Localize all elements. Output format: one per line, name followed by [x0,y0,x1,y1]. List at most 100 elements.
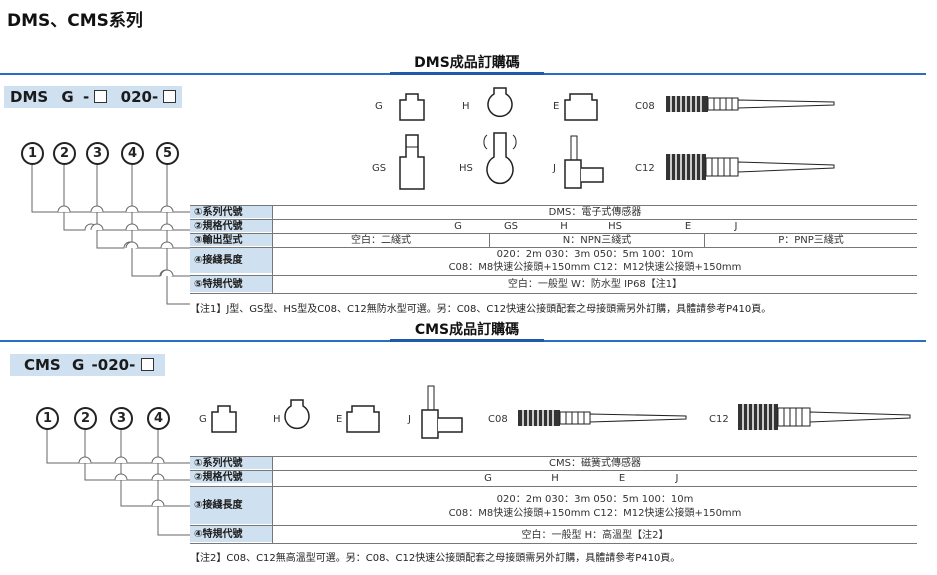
cms-code-dash: - [91,356,98,374]
dms-col-divider [704,234,705,247]
dms-row-divider [190,233,917,234]
cms-length-values: 020：2m 030：3m 050：5m 100：10m [496,494,694,505]
page-title: DMS、CMS系列 [7,11,143,31]
dms-position-3: 3 [86,142,109,165]
cable-c12-icon [738,404,911,430]
cms-spec-e: E [618,473,626,484]
cms-icon-label-c08: C08 [488,414,508,425]
cms-order-code: CMS G -020- [10,354,165,376]
dms-row-divider [190,219,917,220]
dms-series-value: DMS：電子式傳感器 [548,207,642,218]
cms-series-value: CMS：磁簧式傳感器 [549,458,641,469]
cable-c12-icon [666,154,835,180]
dms-spec-hs: HS [608,221,622,232]
dms-length-connectors: C08：M8快速公接頭+150mm C12：M12快速公接頭+150mm [448,262,742,273]
dms-row-label-series: ①系列代號 [190,206,272,219]
dms-row-label-length: ④接綫長度 [190,248,272,274]
dms-position-4: 4 [121,142,144,165]
cms-icon-label-e: E [336,414,343,425]
sensor-g-icon [211,405,237,433]
dms-row-label-spec: ②規格代號 [190,220,272,233]
cms-icon-label-j: J [408,414,411,425]
dms-code-special-box [163,90,177,103]
cms-table-top-border [190,456,917,457]
dms-code-dash: - [82,88,90,106]
dms-spec-h: H [560,221,568,232]
cms-section-title: CMS成品訂購碼 [414,322,520,338]
cms-row-label-special: ④特規代號 [190,526,272,543]
cms-table-bottom-border [190,543,917,544]
dms-code-series: DMS [10,88,49,106]
dms-output-blank: 空白：二綫式 [351,235,411,246]
cms-position-2: 2 [74,407,97,430]
sensor-hs-icon [483,132,517,185]
cms-spec-j: J [675,473,679,484]
dms-note: 【注1】J型、GS型、HS型及C08、C12無防水型可選。另：C08、C12快速… [190,304,772,315]
cms-special-value: 空白：一般型 H：高溫型【注2】 [521,530,669,541]
cms-icon-label-g: G [199,414,207,425]
sensor-e-icon [346,405,380,433]
cms-row-label-series: ①系列代號 [190,457,272,470]
dms-code-spec: G [61,88,74,106]
cms-row-label-spec: ②規格代號 [190,471,272,484]
cms-position-4: 4 [147,407,170,430]
cms-length-connectors: C08：M8快速公接頭+150mm C12：M12快速公接頭+150mm [448,508,742,519]
dms-row-divider [190,275,917,276]
dms-col-divider [489,234,490,247]
dms-table-bottom-border [190,293,917,294]
dms-icon-label-hs: HS [459,163,473,174]
cms-position-1: 1 [36,407,59,430]
cms-row-divider [190,525,917,526]
cms-label-col-divider [272,456,273,544]
dms-icon-label-c08: C08 [635,101,655,112]
dms-special-value: 空白：一般型 W：防水型 IP68【注1】 [507,279,683,290]
dms-section-title: DMS成品訂購碼 [414,55,520,71]
sensor-g-icon [399,93,425,121]
dms-spec-g: G [454,221,462,232]
cms-icon-label-h: H [273,414,281,425]
dms-table-top-border [190,205,917,206]
sensor-j-icon [421,385,463,439]
cable-c08-icon [666,96,835,112]
dms-icon-label-e: E [553,101,560,112]
cms-code-series: CMS [24,356,61,374]
sensor-j-icon [564,135,604,189]
cms-code-spec: G [71,356,85,374]
cms-row-divider [190,486,917,487]
dms-position-2: 2 [53,142,76,165]
dms-output-npn: N：NPN三綫式 [562,235,632,246]
dms-section-rule-accent [390,72,544,75]
cms-spec-h: H [551,473,559,484]
cms-section-rule-accent [390,339,544,342]
cms-row-label-length: ③接綫長度 [190,487,272,525]
sensor-h-icon [487,87,513,118]
cms-note: 【注2】C08、C12無高溫型可選。另：C08、C12快速公接頭配套之母接頭需另… [190,553,681,564]
dms-spec-e: E [684,221,692,232]
cms-row-divider [190,470,917,471]
sensor-h-icon [284,399,310,430]
cms-icon-label-c12: C12 [709,414,729,425]
cable-c08-icon [518,410,687,426]
cms-position-3: 3 [110,407,133,430]
dms-code-output-box [94,90,108,103]
dms-code-length: 020- [120,88,159,106]
dms-position-5: 5 [156,142,179,165]
dms-position-1: 1 [21,142,44,165]
dms-icon-label-gs: GS [372,163,387,174]
dms-order-code: DMS G - 020- [4,86,183,108]
cms-spec-g: G [484,473,492,484]
sensor-gs-icon [399,134,425,190]
dms-length-values: 020：2m 030：3m 050：5m 100：10m [496,249,694,260]
dms-icon-label-j: J [553,163,556,174]
dms-row-divider [190,247,917,248]
dms-icon-label-c12: C12 [635,163,655,174]
sensor-e-icon [564,93,598,121]
dms-spec-gs: GS [503,221,519,232]
dms-icon-label-g: G [375,101,383,112]
cms-code-special-box [140,358,154,371]
dms-icon-label-h: H [462,101,470,112]
dms-row-label-output: ③輸出型式 [190,234,272,247]
cms-code-length: 020- [97,356,136,374]
